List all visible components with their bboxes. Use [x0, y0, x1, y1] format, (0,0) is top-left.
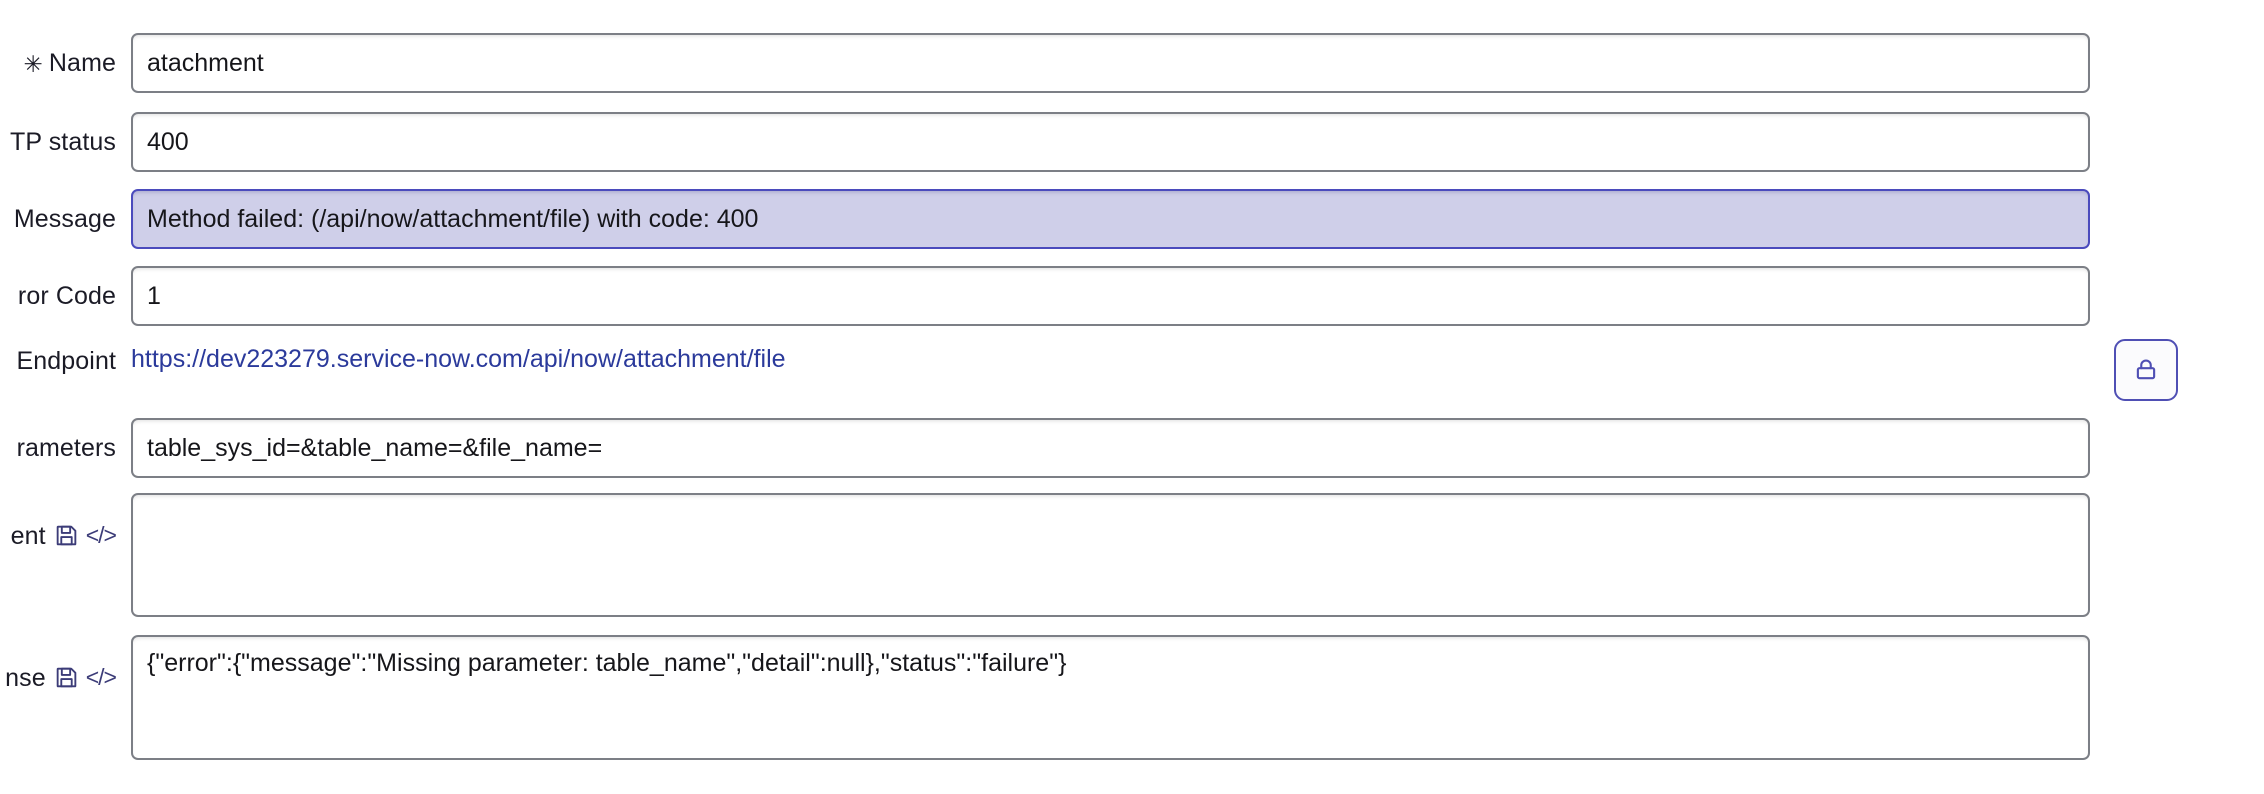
- content-label-icons: </>: [54, 522, 117, 548]
- response-textarea[interactable]: {"error":{"message":"Missing parameter: …: [131, 635, 2090, 760]
- field-label-parameters: rameters: [16, 434, 116, 462]
- field-label-content: ent </>: [0, 521, 117, 551]
- field-label-name-text: Name: [48, 49, 116, 77]
- error-code-input[interactable]: 1: [131, 266, 2090, 326]
- field-label-http-status: TP status: [9, 128, 116, 156]
- code-icon[interactable]: </>: [85, 664, 117, 690]
- name-input[interactable]: atachment: [131, 33, 2090, 93]
- code-icon[interactable]: </>: [85, 522, 117, 548]
- field-label-message: Message: [13, 205, 116, 233]
- field-label-response: nse </>: [0, 663, 117, 693]
- message-input[interactable]: Method failed: (/api/now/attachment/file…: [131, 189, 2090, 249]
- http-status-input[interactable]: 400: [131, 112, 2090, 172]
- content-textarea[interactable]: [131, 493, 2090, 617]
- response-label-icons: </>: [54, 664, 117, 690]
- save-icon[interactable]: [54, 665, 79, 690]
- endpoint-link[interactable]: https://dev223279.service-now.com/api/no…: [131, 345, 786, 373]
- field-label-name: ✳Name: [0, 48, 116, 79]
- save-icon[interactable]: [54, 523, 79, 548]
- field-label-error-code: ror Code: [17, 282, 116, 310]
- lock-icon: [2131, 355, 2161, 385]
- field-label-endpoint: Endpoint: [16, 347, 116, 375]
- field-label-content-text: ent: [10, 522, 46, 550]
- lock-button[interactable]: [2114, 339, 2178, 401]
- required-asterisk-icon: ✳: [23, 51, 43, 77]
- field-label-response-text: nse: [5, 664, 46, 692]
- parameters-input[interactable]: table_sys_id=&table_name=&file_name=: [131, 418, 2090, 478]
